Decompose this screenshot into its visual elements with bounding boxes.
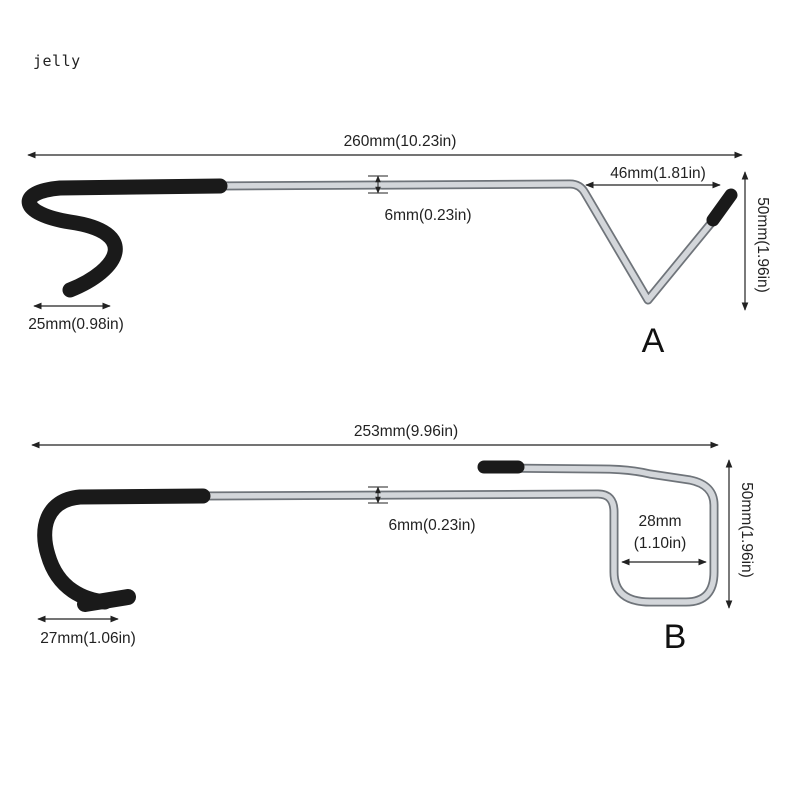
hook-b-loop-label-in: (1.10in) <box>634 535 687 552</box>
hook-a-diameter-label: 6mm(0.23in) <box>385 207 472 224</box>
hook-a-tip-label: 46mm(1.81in) <box>610 165 706 182</box>
hook-a-letter: A <box>642 322 665 360</box>
hook-a-height-label: 50mm(1.96in) <box>754 197 771 293</box>
hook-a: 260mm(10.23in) 6mm(0.23in) 46mm(1.81in) … <box>21 133 771 360</box>
hook-b-height-label: 50mm(1.96in) <box>738 482 755 578</box>
hook-a-rubber-tip <box>706 188 738 227</box>
hook-a-rod <box>212 181 715 303</box>
hook-b-rubber-hook <box>37 488 211 610</box>
hook-a-rubber-hook <box>21 178 228 298</box>
hook-a-width-label: 25mm(0.98in) <box>28 316 124 333</box>
hook-a-diameter-marker <box>368 175 388 194</box>
watermark-text: jelly <box>33 52 81 70</box>
hook-b-loop-label-mm: 28mm <box>638 513 681 530</box>
hook-b-letter: B <box>664 618 687 656</box>
hook-a-length-label: 260mm(10.23in) <box>344 133 457 150</box>
hook-b-width-label: 27mm(1.06in) <box>40 630 136 647</box>
hook-b-rod <box>197 465 717 605</box>
hook-b-length-label: 253mm(9.96in) <box>354 423 458 440</box>
hook-b-rubber-pad <box>77 589 136 612</box>
hook-b-diameter-marker <box>368 486 388 504</box>
hook-b: 253mm(9.96in) 6mm(0.23in) 28mm (1.10in) … <box>31 423 755 656</box>
hook-b-diameter-label: 6mm(0.23in) <box>389 517 476 534</box>
